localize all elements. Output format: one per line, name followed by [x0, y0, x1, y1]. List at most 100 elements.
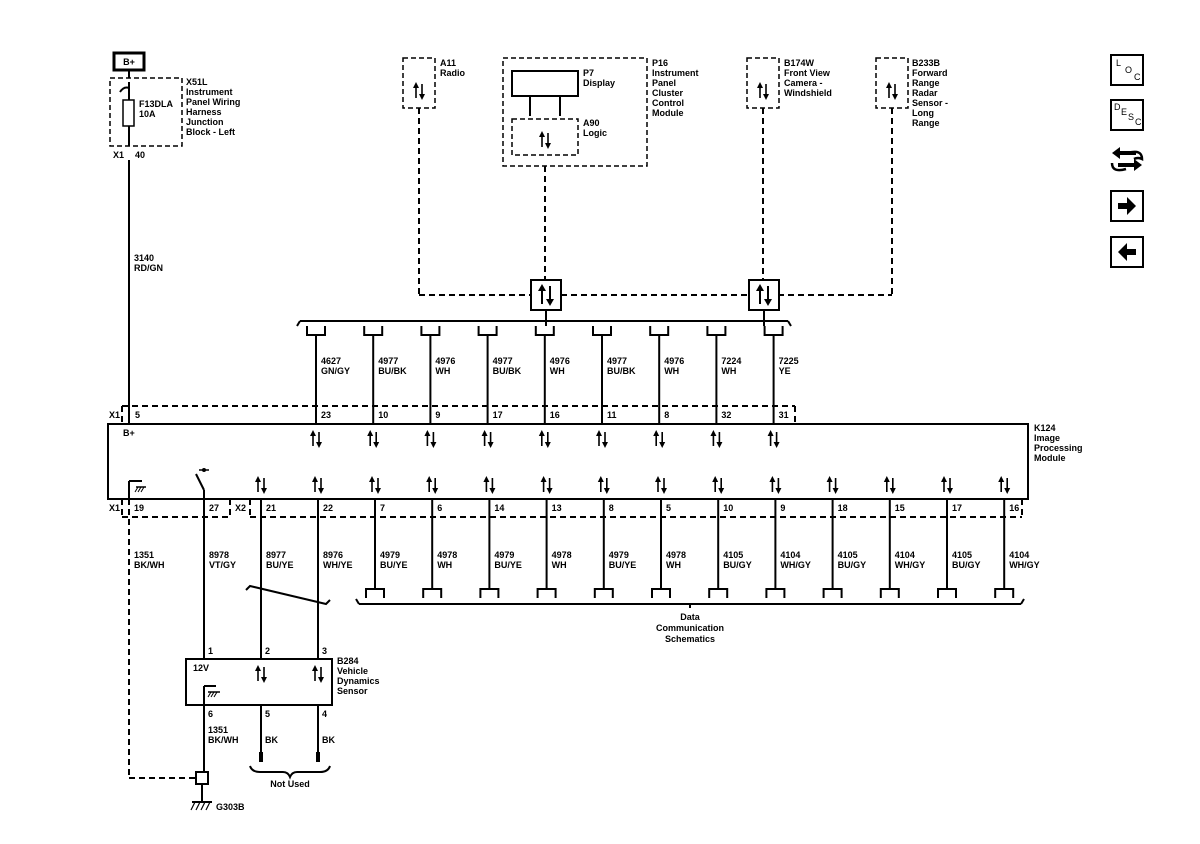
bottom-wire-color: BU/YE — [266, 560, 294, 570]
module-bottom-connector-2: X2 — [235, 503, 246, 513]
bidirectional-arrow-icon — [766, 429, 781, 449]
bottom-wire-pin: 27 — [209, 503, 219, 513]
radio-box — [402, 57, 436, 109]
top-wire-pin: 9 — [435, 410, 440, 420]
bottom-wire-color: BK/WH — [134, 560, 165, 570]
top-wire-circuit: 4977 — [378, 356, 398, 366]
bottom-wire-terminal — [479, 588, 500, 598]
bidirectional-arrow-icon — [768, 475, 783, 495]
fuse-block-name-5: Block - Left — [186, 127, 235, 137]
sensor-pin-5-color: BK — [265, 735, 278, 745]
bottom-wire-circuit: 1351 — [134, 550, 154, 560]
top-wire-color: WH — [550, 366, 565, 376]
data-comm-note-2: Schematics — [665, 634, 715, 644]
top-wire-terminal — [706, 326, 727, 336]
top-wire-pin: 10 — [378, 410, 388, 420]
bottom-data-wire-circuit: 4979 — [380, 550, 400, 560]
bidirectional-arrow-icon — [596, 475, 611, 495]
top-wire-color: YE — [779, 366, 791, 376]
desc-letter-e: E — [1121, 107, 1128, 117]
display-box — [511, 70, 579, 97]
sensor-ground-wire-color: BK/WH — [208, 735, 239, 745]
bottom-data-wire-color: BU/YE — [380, 560, 408, 570]
top-wire-terminal — [534, 326, 555, 336]
top-wire-color: WH — [721, 366, 736, 376]
left-arrow-icon — [1118, 243, 1136, 261]
logic-box — [511, 118, 579, 156]
bottom-wire-terminal — [765, 588, 786, 598]
radar-name-3: Radar — [912, 88, 938, 98]
previous-page-button[interactable] — [1110, 236, 1144, 268]
bottom-wire-pin: 21 — [266, 503, 276, 513]
logic-name-1: Logic — [583, 128, 607, 138]
sensor-top-pin-2: 2 — [265, 646, 270, 656]
vehicle-dynamics-sensor — [185, 658, 333, 706]
desc-button[interactable]: D E S C — [1110, 99, 1144, 131]
bottom-data-wire-color: BU/YE — [609, 560, 637, 570]
image-processing-module — [107, 423, 1029, 500]
sensor-ground-wire-circuit: 1351 — [208, 725, 228, 735]
bottom-data-wire-pin: 17 — [952, 503, 962, 513]
sensor-bottom-pin-5: 5 — [265, 709, 270, 719]
bidirectional-arrow-icon — [309, 429, 323, 449]
sensor-name-0: B284 — [337, 656, 359, 666]
bottom-wire-terminal — [708, 588, 729, 598]
bottom-wire-circuit: 8978 — [209, 550, 229, 560]
loc-button[interactable]: L O C — [1110, 54, 1144, 86]
bottom-wire-terminal — [822, 588, 843, 598]
not-used-bracket — [249, 765, 331, 780]
module-ground-symbol — [128, 480, 146, 499]
cluster-box — [502, 57, 648, 167]
top-wire-color: BU/BK — [607, 366, 636, 376]
module-name-2: Processing — [1034, 443, 1083, 453]
bidirectional-arrow-icon — [480, 429, 495, 449]
radar-box — [875, 57, 909, 109]
loc-letter-l: L — [1116, 58, 1122, 68]
radio-name-0: A11 — [440, 58, 456, 68]
module-bottom-connector-1: X1 — [109, 503, 120, 513]
bottom-data-wire-circuit: 4979 — [494, 550, 514, 560]
data-comm-note-0: Data — [680, 612, 701, 622]
bottom-data-wire-pin: 15 — [895, 503, 905, 513]
bottom-wire-circuit: 8976 — [323, 550, 343, 560]
bottom-wire-pin: 22 — [323, 503, 333, 513]
cluster-name-4: Control — [652, 98, 684, 108]
radar-name-5: Long — [912, 108, 934, 118]
bottom-data-wire-circuit: 4978 — [552, 550, 572, 560]
top-wire-pin: 11 — [607, 410, 617, 420]
bottom-data-wire-circuit: 4105 — [952, 550, 972, 560]
bottom-wire-terminal — [879, 588, 900, 598]
camera-name-2: Camera - — [784, 78, 823, 88]
camera-name-0: B174W — [784, 58, 815, 68]
bottom-data-wire-pin: 16 — [1009, 503, 1019, 513]
sensor-name-1: Vehicle — [337, 666, 368, 676]
bottom-wire-color: WH/YE — [323, 560, 353, 570]
bidirectional-arrow-icon — [482, 475, 497, 495]
bottom-data-wire-circuit: 4979 — [609, 550, 629, 560]
bottom-data-wire-color: WH — [666, 560, 681, 570]
bottom-data-wire-circuit: 4105 — [723, 550, 743, 560]
bidirectional-arrow-icon — [711, 475, 726, 495]
top-wire-pin: 8 — [664, 410, 669, 420]
module-switch-symbol — [195, 468, 209, 499]
display-name-0: P7 — [583, 68, 594, 78]
bottom-data-wire-circuit: 4978 — [437, 550, 457, 560]
cluster-name-5: Module — [652, 108, 684, 118]
cluster-name-1: Instrument — [652, 68, 699, 78]
bottom-data-wire-color: BU/GY — [952, 560, 981, 570]
bottom-data-wire-pin: 7 — [380, 503, 385, 513]
fuse-block-connector: X1 — [113, 150, 124, 160]
bidirectional-arrow-icon — [311, 475, 325, 495]
bottom-wire-terminal — [593, 588, 614, 598]
bottom-data-wire-color: BU/YE — [494, 560, 522, 570]
connector-list-icon[interactable] — [1108, 143, 1146, 179]
bidirectional-arrow-icon — [654, 475, 668, 495]
top-wire-circuit: 4976 — [664, 356, 684, 366]
next-page-button[interactable] — [1110, 190, 1144, 222]
twisted-pair-mark — [245, 584, 331, 606]
fuse-block-name-3: Harness — [186, 107, 222, 117]
top-wire-circuit: 4976 — [435, 356, 455, 366]
cluster-name-3: Cluster — [652, 88, 684, 98]
cluster-name-2: Panel — [652, 78, 676, 88]
